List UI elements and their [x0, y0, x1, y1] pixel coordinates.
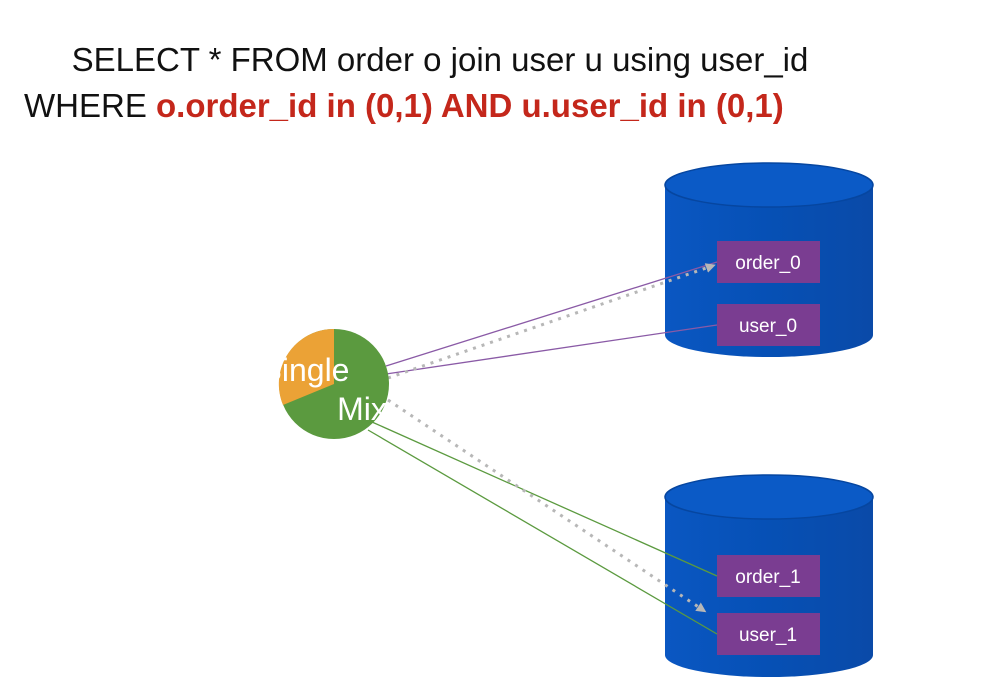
svg-text:user_1: user_1	[739, 625, 797, 646]
table-order-1[interactable]: order_1	[717, 555, 820, 597]
edge-to-order-0	[385, 261, 718, 367]
query-where-keyword: WHERE	[24, 87, 156, 124]
node-label-single: Single	[261, 352, 350, 388]
edge-to-user-1	[367, 429, 718, 635]
edge-to-order-1	[371, 421, 718, 577]
table-user-0[interactable]: user_0	[717, 304, 820, 346]
table-order-0[interactable]: order_0	[717, 241, 820, 283]
svg-text:order_0: order_0	[735, 253, 801, 274]
svg-text:order_1: order_1	[735, 567, 801, 588]
table-user-1[interactable]: user_1	[717, 613, 820, 655]
single-mix-node[interactable]: Single Mix	[261, 328, 389, 439]
query-condition: o.order_id in (0,1) AND u.user_id in (0,…	[156, 87, 784, 124]
svg-text:user_0: user_0	[739, 316, 797, 337]
query-line-1: SELECT * FROM order o join user u using …	[71, 41, 809, 78]
node-label-mix: Mix	[337, 391, 387, 427]
edge-dotted-db0	[387, 263, 716, 380]
query-line-2: WHERE o.order_id in (0,1) AND u.user_id …	[24, 86, 924, 126]
edge-dotted-db1	[387, 398, 707, 613]
edge-to-user-0	[385, 324, 718, 375]
